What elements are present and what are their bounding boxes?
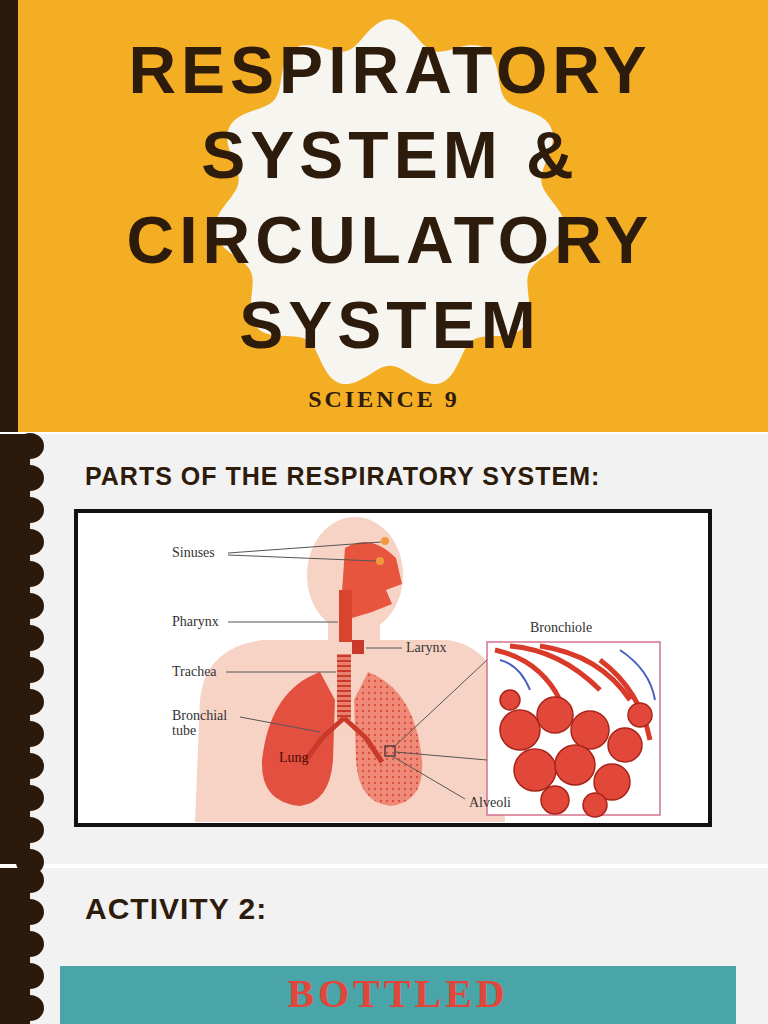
part-label: Sinuses [172, 545, 242, 560]
alveolus [628, 703, 652, 727]
leader-line [395, 660, 487, 746]
border-scallop [16, 867, 44, 893]
border-scallop [16, 963, 44, 989]
slide-gap [0, 864, 768, 868]
leader-line [395, 752, 487, 760]
alveolus [514, 749, 556, 791]
part-label: Pharynx [172, 614, 242, 629]
border-scallop [16, 689, 44, 715]
subtitle: SCIENCE 9 [0, 386, 768, 412]
border-scallop [16, 657, 44, 683]
slide-gap [0, 432, 768, 434]
sinus [376, 557, 384, 565]
leader-line [228, 542, 381, 553]
leader-line [226, 672, 336, 673]
pharynx-tube [339, 590, 352, 642]
border-scallop [16, 625, 44, 651]
zoom-square [385, 746, 395, 756]
larynx [352, 640, 364, 654]
image-frame [76, 511, 710, 825]
border-scallop [16, 497, 44, 523]
title-slide-ground [0, 0, 768, 432]
banner-title: BOTTLED [70, 970, 726, 1018]
section-heading: PARTS OF THE RESPIRATORY SYSTEM: [85, 462, 725, 490]
torso [195, 640, 505, 822]
leader-line [240, 717, 320, 732]
border-scallop [16, 931, 44, 957]
alveolus [541, 786, 569, 814]
part-label: Lung [279, 750, 329, 765]
leader-line [392, 756, 465, 799]
alveolus [500, 690, 520, 710]
leader-line [228, 555, 376, 561]
section-heading: ACTIVITY 2: [85, 892, 485, 925]
head [307, 517, 403, 633]
border-scallop [16, 995, 44, 1021]
part-label: Bronchial tube [172, 708, 238, 738]
part-label: Alveoli [469, 795, 529, 810]
blood-vessel [500, 650, 655, 700]
slide-ground [0, 434, 768, 864]
border-scallop [16, 593, 44, 619]
trachea [337, 654, 351, 720]
border-scallop [16, 721, 44, 747]
activity-banner: BOTTLED [60, 966, 736, 1024]
side-bar [0, 0, 18, 432]
border-scallop [16, 753, 44, 779]
leader-line [366, 648, 402, 649]
border-scallop [16, 465, 44, 491]
alveolus [571, 711, 609, 749]
part-label: Bronchiole [530, 620, 630, 635]
sinus [381, 537, 389, 545]
alveoli-cluster [500, 690, 652, 817]
leader-line [228, 622, 338, 623]
part-label: Trachea [172, 664, 242, 679]
leader-lines [226, 542, 487, 799]
wavy-border [0, 433, 44, 1024]
inset-box [487, 642, 660, 815]
part-label: Larynx [406, 640, 476, 655]
border-scallop [16, 529, 44, 555]
alveolus [537, 697, 573, 733]
slide-title: RESPIRATORY SYSTEM & CIRCULATORY SYSTEM [30, 28, 750, 368]
slide-ground [0, 868, 768, 1024]
border-scallop [16, 433, 44, 459]
alveolus [583, 793, 607, 817]
alveolus [608, 728, 642, 762]
border-scallop [16, 899, 44, 925]
border-scallop [16, 785, 44, 811]
bronchial-tubes [306, 718, 382, 762]
border-scallop [16, 817, 44, 843]
alveolus [500, 710, 540, 750]
alveolus [555, 745, 595, 785]
border-scallop [16, 561, 44, 587]
